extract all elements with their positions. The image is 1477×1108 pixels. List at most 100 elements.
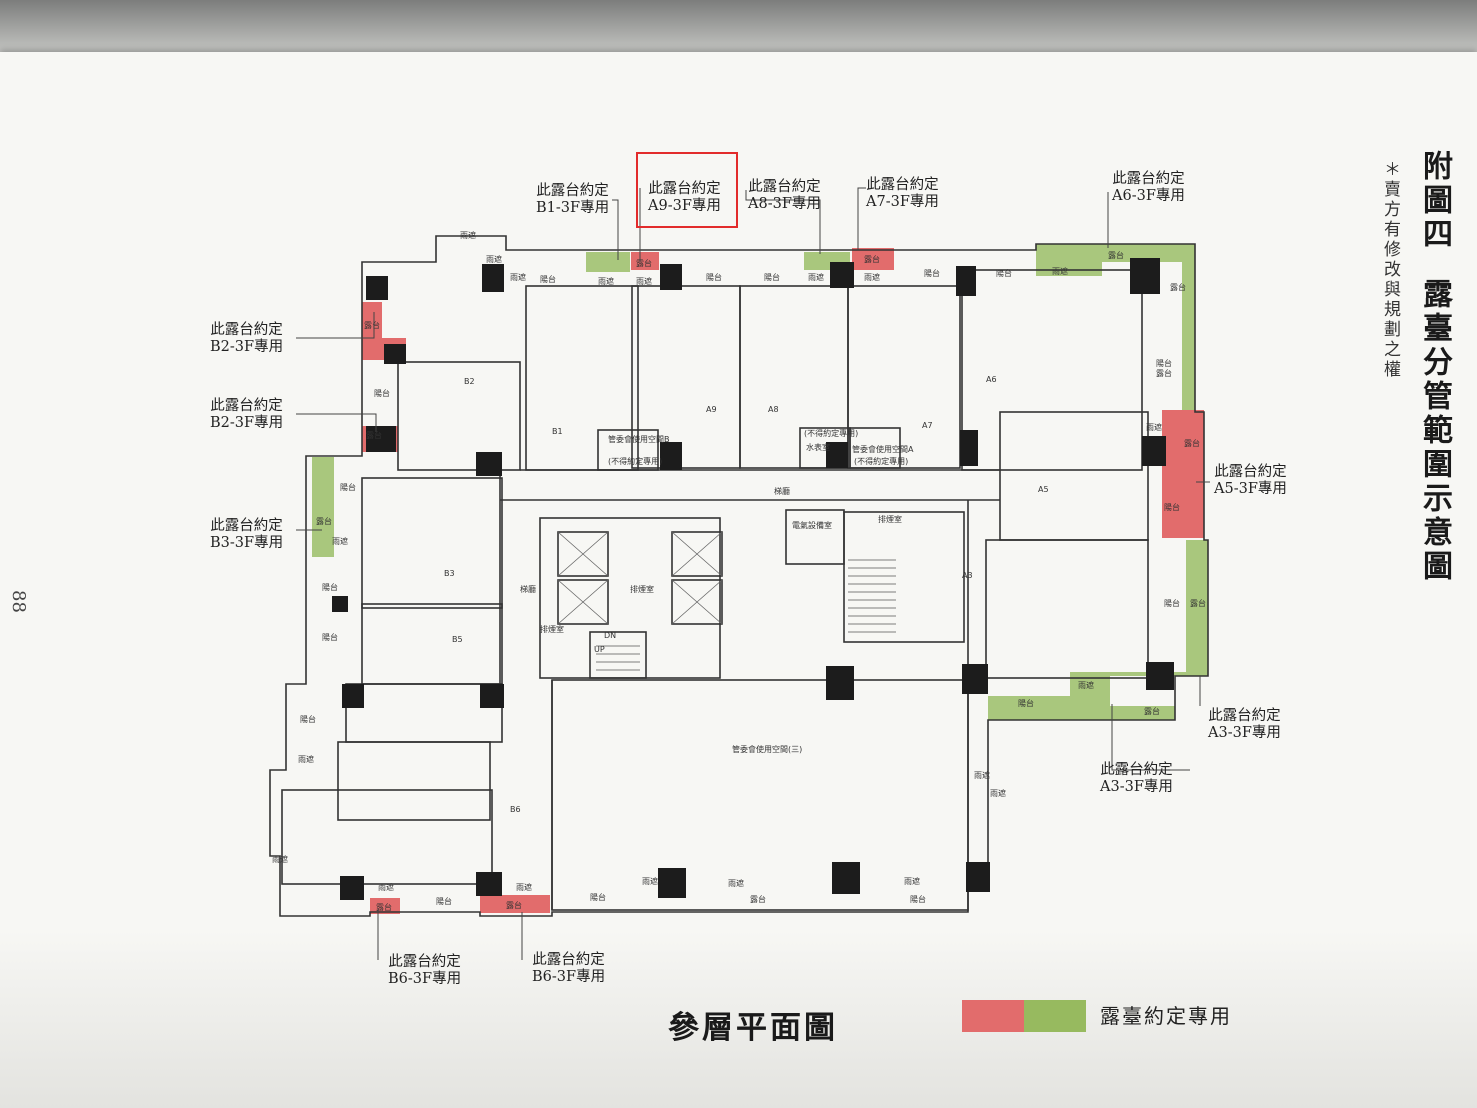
svg-text:雨遮: 雨遮: [510, 272, 526, 282]
legend-swatch-red: [962, 1000, 1026, 1032]
stair-treads: [596, 559, 896, 671]
title-part1: 附圖四: [1417, 150, 1452, 252]
terrace-b6-right: [480, 895, 550, 913]
svg-text:露台: 露台: [1190, 598, 1206, 608]
svg-text:陽台: 陽台: [910, 894, 926, 904]
label-elec-room: 電氣設備室: [792, 520, 832, 530]
svg-text:露台: 露台: [376, 902, 392, 912]
svg-text:雨遮: 雨遮: [486, 254, 502, 264]
svg-text:陽台: 陽台: [764, 272, 780, 282]
svg-text:雨遮: 雨遮: [642, 876, 658, 886]
svg-text:露台: 露台: [316, 516, 332, 526]
terrace-a7: [852, 248, 894, 270]
svg-text:雨遮: 雨遮: [728, 878, 744, 888]
page-number: 88: [8, 590, 29, 613]
unit-b1: B1: [552, 427, 563, 436]
terrace-b3: [312, 457, 334, 557]
unit-a8: A8: [768, 405, 779, 414]
label-water-meter: 水表室: [806, 442, 830, 452]
terrace-a9: [631, 252, 659, 270]
svg-text:陽台: 陽台: [996, 268, 1012, 278]
svg-text:露台: 露台: [1184, 438, 1200, 448]
svg-text:雨遮: 雨遮: [636, 276, 652, 286]
elevator-marks: [557, 531, 723, 625]
unit-a6: A6: [986, 375, 997, 384]
svg-text:雨遮: 雨遮: [598, 276, 614, 286]
svg-text:陽台: 陽台: [924, 268, 940, 278]
svg-text:露台: 露台: [364, 320, 380, 330]
unit-a3: A3: [962, 571, 973, 580]
svg-text:陽台: 陽台: [322, 582, 338, 592]
svg-text:陽台: 陽台: [706, 272, 722, 282]
svg-text:(不得約定專用): (不得約定專用): [804, 428, 858, 438]
unit-a7: A7: [922, 421, 933, 430]
svg-text:露台: 露台: [750, 894, 766, 904]
terrace-b1: [586, 252, 630, 272]
svg-text:雨遮: 雨遮: [864, 272, 880, 282]
page-title: 附圖四露臺分管範圍示意圖: [1412, 150, 1456, 584]
svg-text:雨遮: 雨遮: [974, 770, 990, 780]
svg-text:陽台: 陽台: [340, 482, 356, 492]
background-desk: [0, 0, 1477, 56]
svg-text:雨遮: 雨遮: [272, 854, 288, 864]
svg-text:陽台: 陽台: [1018, 698, 1034, 708]
terrace-a5: [1162, 410, 1204, 538]
svg-text:雨遮: 雨遮: [904, 876, 920, 886]
svg-text:排煙室: 排煙室: [540, 624, 564, 634]
svg-text:陽台: 陽台: [540, 274, 556, 284]
label-shared-3: 管委會使用空間(三): [732, 744, 802, 754]
svg-text:陽台: 陽台: [1156, 358, 1172, 368]
svg-text:雨遮: 雨遮: [1052, 266, 1068, 276]
label-canopy: 雨遮: [460, 230, 476, 240]
svg-text:雨遮: 雨遮: [516, 882, 532, 892]
label-corridor: 梯廳: [774, 486, 790, 496]
terrace-a6: [1036, 244, 1195, 412]
wall-lines: [269, 235, 1209, 917]
document-page: [0, 52, 1477, 1108]
svg-text:DN: DN: [604, 631, 616, 640]
svg-text:露台: 露台: [636, 258, 652, 268]
svg-text:雨遮: 雨遮: [990, 788, 1006, 798]
svg-text:雨遮: 雨遮: [1078, 680, 1094, 690]
svg-text:陽台: 陽台: [300, 714, 316, 724]
floor-plan-title: 參層平面圖: [668, 1010, 838, 1046]
svg-text:陽台: 陽台: [590, 892, 606, 902]
svg-text:(不得約定專用): (不得約定專用): [608, 456, 662, 466]
unit-a5: A5: [1038, 485, 1049, 494]
svg-text:陽台: 陽台: [322, 632, 338, 642]
label-stair-room: 排煙室: [630, 584, 654, 594]
svg-text:陽台: 陽台: [1164, 502, 1180, 512]
unit-b6: B6: [510, 805, 521, 814]
red-terraces: [362, 248, 1204, 914]
green-terraces: [312, 244, 1208, 720]
legend-swatch-green: [1024, 1000, 1086, 1032]
svg-text:雨遮: 雨遮: [808, 272, 824, 282]
title-part2: 露臺分管範圍示意圖: [1417, 278, 1452, 584]
page-shadow: [0, 930, 1477, 1108]
label-lobby: 梯廳: [520, 584, 536, 594]
svg-text:雨遮: 雨遮: [378, 882, 394, 892]
svg-text:露台: 露台: [1108, 250, 1124, 260]
highlight-box-a9: [636, 152, 738, 228]
svg-text:排煙室: 排煙室: [878, 514, 902, 524]
svg-text:陽台: 陽台: [1164, 598, 1180, 608]
svg-text:陽台: 陽台: [374, 388, 390, 398]
unit-b5: B5: [452, 635, 463, 644]
svg-text:雨遮: 雨遮: [298, 754, 314, 764]
svg-text:雨遮: 雨遮: [1146, 422, 1162, 432]
svg-text:露台: 露台: [864, 254, 880, 264]
svg-text:(不得約定專用): (不得約定專用): [854, 456, 908, 466]
